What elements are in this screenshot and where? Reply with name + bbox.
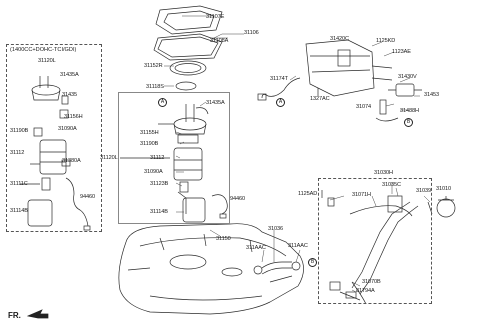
front-arrow-icon [26, 309, 49, 319]
part-label: 31150 [216, 236, 231, 242]
part-label: 31435 [62, 92, 78, 98]
center-pump-module [120, 104, 228, 223]
vent-valve-part [375, 83, 422, 122]
part-label: 311AAC [288, 243, 308, 249]
part-label: 94460 [80, 194, 96, 200]
part-label: 31453 [424, 92, 440, 98]
part-label: 31114B [150, 209, 168, 215]
part-label: 31174T [270, 76, 288, 82]
part-label: 31030H [374, 170, 393, 176]
part-label: 1125KD [376, 38, 396, 44]
part-label: 31430V [398, 74, 417, 80]
part-label: 31435A [206, 100, 225, 106]
part-label: 31111C [10, 181, 28, 187]
engine-variant-note: (1400CC+DOHC-TCI/GDI) [10, 47, 77, 53]
part-label: 31107E [206, 14, 225, 20]
part-label: 31035C [382, 182, 401, 188]
part-label: 31156H [64, 114, 83, 120]
ref-a-marker: A [158, 98, 167, 107]
leader-lines [164, 15, 431, 293]
part-label: 31190B [140, 141, 159, 147]
part-label: 31114B [10, 208, 28, 214]
center-pump-box [118, 92, 230, 224]
part-label: 1123AE [392, 49, 411, 55]
front-direction-label: FR. [8, 311, 21, 320]
part-label: 1125AD [298, 191, 318, 197]
part-label: 31036 [268, 226, 284, 232]
ref-a-marker: A [276, 98, 285, 107]
part-label: 31074 [356, 104, 372, 110]
fuel-tank-part [118, 223, 304, 315]
part-label: 94460 [230, 196, 246, 202]
fuel-cap-part [427, 196, 456, 218]
part-label: 81794A [356, 288, 375, 294]
part-label: 31106 [244, 30, 259, 36]
lock-ring-part [169, 60, 207, 76]
part-label: 31120L [38, 58, 56, 64]
part-label: 31120L [100, 155, 118, 161]
part-label: 31071H [352, 192, 371, 198]
engine-variant-box [6, 44, 102, 232]
part-label: 31090A [58, 126, 77, 132]
part-label: 31380A [62, 158, 81, 164]
part-label: 31123B [150, 181, 169, 187]
part-label: 31112 [150, 155, 165, 161]
part-label: 31155H [140, 130, 159, 136]
part-label: 31039 [416, 188, 432, 194]
filler-neck-part [321, 190, 419, 305]
part-label: 31488H [400, 108, 419, 114]
part-label: 31190B [10, 128, 29, 134]
left-pump-module [20, 76, 91, 231]
filler-group-box [318, 178, 432, 304]
part-label: 31420C [330, 36, 349, 42]
gasket-part [153, 33, 223, 61]
part-label: 1327AC [310, 96, 330, 102]
part-label: 31010 [436, 186, 452, 192]
ref-b-marker: B [404, 118, 413, 127]
part-label: 31118S [146, 84, 164, 90]
part-label: 31152R [144, 63, 163, 69]
filler-hose-part [253, 261, 301, 275]
canister-part [257, 39, 393, 101]
part-label: 311AAC [246, 245, 266, 251]
cover-plate-part [155, 5, 223, 35]
part-label: 31108A [210, 38, 229, 44]
part-label: 31070B [362, 279, 381, 285]
ref-b-marker: B [308, 258, 317, 267]
part-label: 31435A [60, 72, 79, 78]
part-label: 31090A [144, 169, 163, 175]
o-ring-part [175, 81, 197, 91]
part-label: 31112 [10, 150, 25, 156]
